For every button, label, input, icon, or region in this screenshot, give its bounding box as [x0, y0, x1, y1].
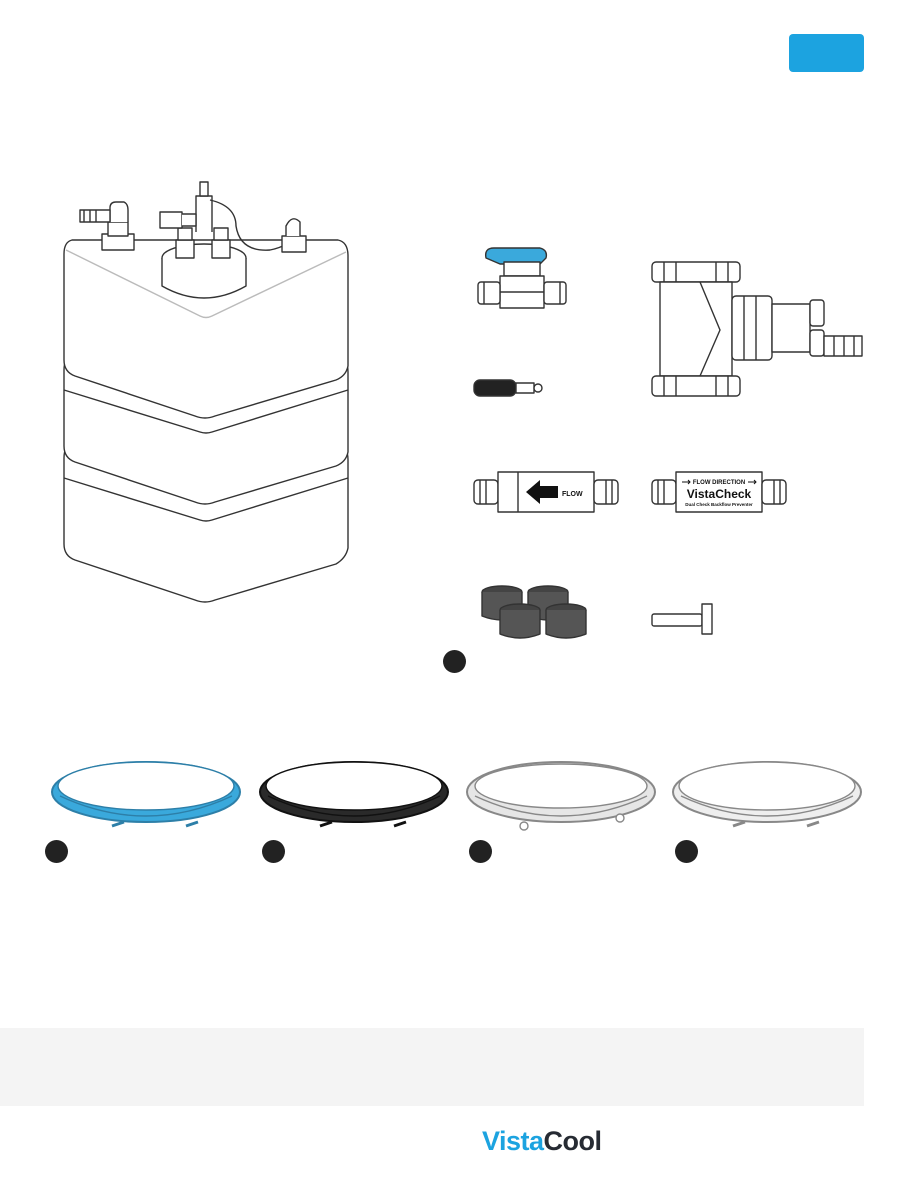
footer-band — [0, 1028, 864, 1106]
vistacheck-brand-label: VistaCheck — [687, 487, 752, 501]
vistacheck-subtitle-label: Dual Check Backflow Preventer — [685, 502, 753, 507]
number-dot-icon — [45, 840, 68, 863]
tube-coil-black — [259, 761, 449, 828]
tube-coil-blue — [51, 761, 241, 828]
tube-coil-clear-small — [672, 761, 862, 828]
brand-logo-part2: Cool — [543, 1126, 603, 1156]
check-valve-flow-label: FLOW — [562, 491, 583, 498]
brand-logo: VistaCool — [482, 1128, 602, 1155]
inline-check-valve — [473, 471, 619, 513]
number-dot-icon — [469, 840, 492, 863]
t-bolt — [651, 603, 713, 635]
flow-direction-arrows-icon — [682, 479, 757, 485]
vistacheck-backflow-preventer — [651, 471, 787, 513]
reservoir-tank — [63, 181, 349, 603]
shutoff-valve — [477, 247, 567, 309]
flow-direction-label: FLOW DIRECTION — [693, 480, 745, 486]
number-dot-icon — [262, 840, 285, 863]
tube-coil-clear-large — [466, 761, 656, 831]
tube-plug — [473, 379, 543, 397]
brand-logo-part1: Vista — [482, 1126, 544, 1156]
section-tab-badge — [789, 34, 864, 72]
number-dot-icon — [675, 840, 698, 863]
tube-caps — [481, 585, 587, 639]
filter-housing — [651, 261, 863, 397]
number-dot-icon — [443, 650, 466, 673]
